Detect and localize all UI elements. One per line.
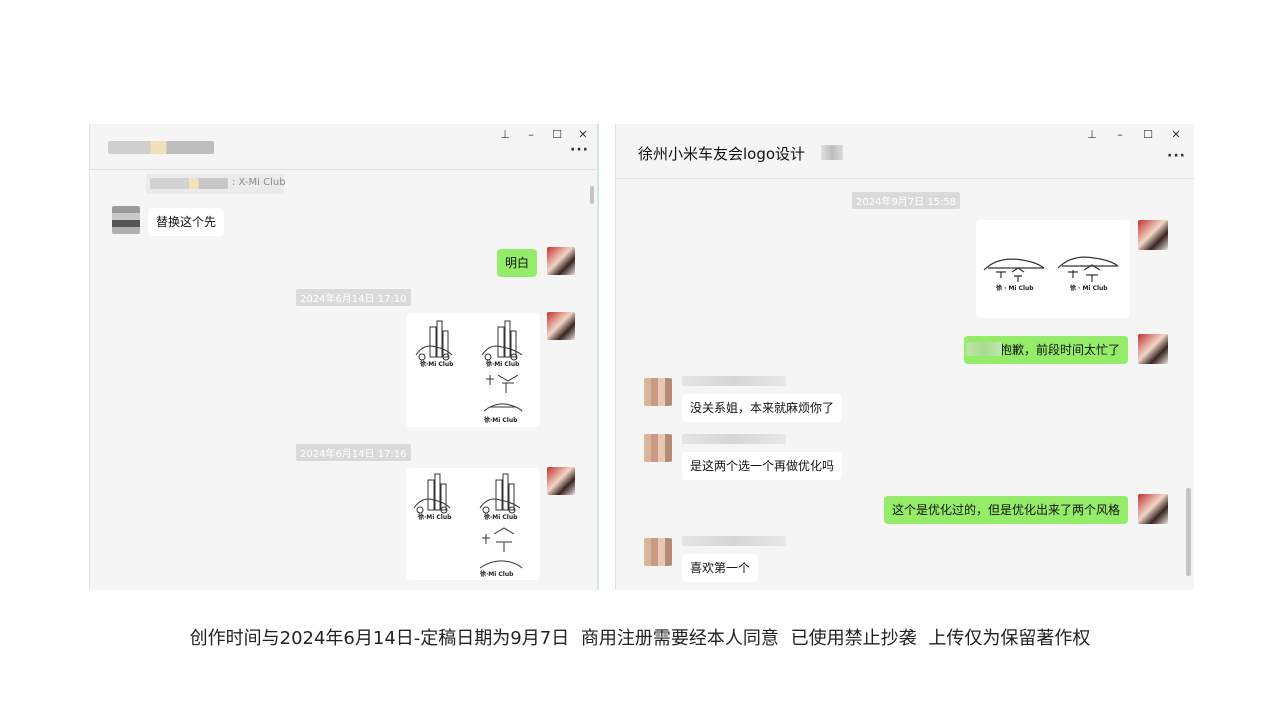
timestamp: 2024年9月7日 15:58 <box>852 192 961 209</box>
maximize-icon[interactable]: ☐ <box>1143 128 1153 141</box>
message-bubble[interactable]: 喜欢第一个 <box>682 554 759 582</box>
copyright-caption: 创作时间与2024年6月14日-定稿日期为9月7日 商用注册需要经本人同意 已使… <box>189 628 1091 649</box>
logo-caption: 徐·Mi Club <box>417 513 452 521</box>
blurred-sender-name <box>682 434 786 444</box>
timestamp: 2024年6月14日 17:16 <box>296 444 411 461</box>
avatar[interactable] <box>547 247 575 275</box>
left-chat-header: ⊥ – ☐ ✕ ··· <box>90 124 597 170</box>
avatar[interactable] <box>1138 220 1168 250</box>
avatar[interactable] <box>112 206 140 234</box>
scrollbar-thumb[interactable] <box>1186 488 1191 576</box>
avatar[interactable] <box>644 378 672 406</box>
blurred-sender-name <box>682 376 786 386</box>
left-chat-window: ⊥ – ☐ ✕ ··· : X-Mi Club 替换这个先 明白 2024年6月… <box>89 124 599 590</box>
minimize-icon[interactable]: – <box>1117 128 1123 141</box>
pin-icon[interactable]: ⊥ <box>1087 128 1097 141</box>
logo-caption: 徐 · Mi Club <box>1069 284 1108 292</box>
blurred-chat-title <box>108 141 214 154</box>
logo-caption: 徐·Mi Club <box>483 416 518 424</box>
window-controls: ⊥ – ☐ ✕ <box>499 128 589 141</box>
scrollbar-thumb[interactable] <box>590 186 594 204</box>
timestamp: 2024年6月14日 17:10 <box>296 289 411 306</box>
logo-caption: 徐 · Mi Club <box>995 284 1034 292</box>
maximize-icon[interactable]: ☐ <box>552 128 562 141</box>
image-message[interactable]: 徐·Mi Club 徐·Mi Club 徐·Mi Club <box>406 313 540 427</box>
message-bubble[interactable]: 这个是优化过的，但是优化出来了两个风格 <box>883 496 1128 524</box>
more-options-icon[interactable]: ··· <box>1167 148 1186 164</box>
message-bubble[interactable]: 替换这个先 <box>148 208 225 236</box>
right-chat-window: 徐州小米车友会logo设计 ⊥ – ☐ ✕ ··· 2024年9月7日 15:5… <box>615 124 1194 590</box>
image-message[interactable]: 徐·Mi Club 徐·Mi Club 徐·Mi Club <box>406 468 540 580</box>
avatar[interactable] <box>1138 334 1168 364</box>
message-bubble[interactable]: 是这两个选一个再做优化吗 <box>682 452 843 480</box>
logo-draft-image: 徐·Mi Club 徐·Mi Club 徐·Mi Club <box>413 473 523 578</box>
right-chat-header: 徐州小米车友会logo设计 ⊥ – ☐ ✕ ··· <box>616 124 1194 179</box>
blurred-member-count <box>821 145 843 160</box>
close-icon[interactable]: ✕ <box>1171 128 1181 141</box>
image-message[interactable]: 徐 · Mi Club 徐 · Mi Club <box>976 220 1130 318</box>
avatar[interactable] <box>1138 494 1168 524</box>
logo-caption: 徐·Mi Club <box>479 570 514 578</box>
chat-title: 徐州小米车友会logo设计 <box>638 145 806 163</box>
mention-text: @ 很抱歉，前段时间太忙了 <box>972 343 1120 357</box>
quoted-message[interactable]: : X-Mi Club <box>146 174 286 194</box>
window-controls: ⊥ – ☐ ✕ <box>1086 128 1182 141</box>
message-bubble[interactable]: 没关系姐，本来就麻烦你了 <box>682 394 843 422</box>
blurred-sender-name <box>682 536 786 546</box>
close-icon[interactable]: ✕ <box>578 128 588 141</box>
avatar[interactable] <box>644 538 672 566</box>
blurred-mention-name <box>966 342 1002 356</box>
avatar[interactable] <box>644 434 672 462</box>
pin-icon[interactable]: ⊥ <box>500 128 510 141</box>
logo-caption: 徐·Mi Club <box>485 360 520 368</box>
quoted-text: : X-Mi Club <box>232 177 286 188</box>
logo-draft-image: 徐·Mi Club 徐·Mi Club 徐·Mi Club <box>415 320 523 424</box>
avatar[interactable] <box>547 467 575 495</box>
more-options-icon[interactable]: ··· <box>570 142 589 158</box>
avatar[interactable] <box>547 312 575 340</box>
logo-final-image: 徐 · Mi Club 徐 · Mi Club <box>983 256 1119 292</box>
message-bubble[interactable]: 明白 <box>496 249 537 277</box>
blurred-sender <box>150 178 228 189</box>
logo-caption: 徐·Mi Club <box>419 360 454 368</box>
minimize-icon[interactable]: – <box>528 128 534 141</box>
logo-caption: 徐·Mi Club <box>483 513 518 521</box>
